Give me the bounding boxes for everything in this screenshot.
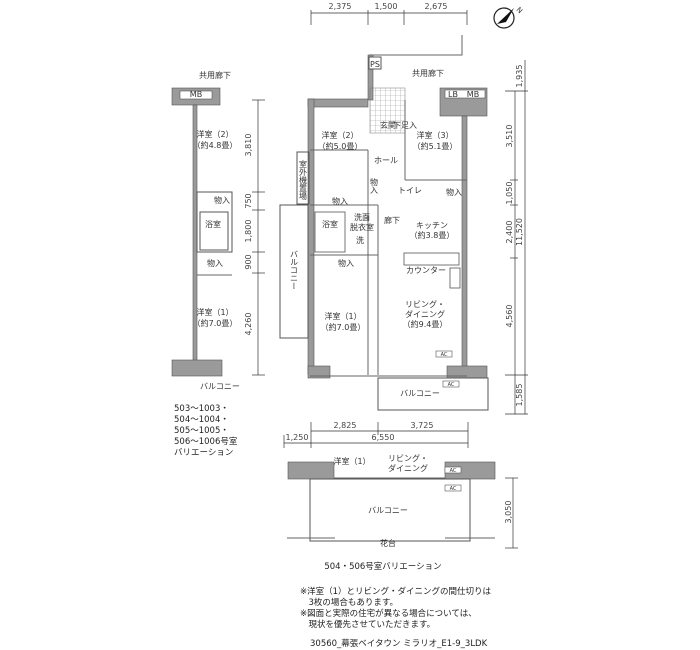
bottom-variation-plan <box>287 461 518 549</box>
kitchen-label: キッチン <box>416 221 448 230</box>
note-line: 現状を優先させていただきます。 <box>300 619 435 630</box>
room2-size: （約4.8畳） <box>193 140 238 150</box>
dining-label: ダイニング <box>405 309 445 319</box>
dim-label: 900 <box>244 254 253 269</box>
shoe-storage-label: 下足入 <box>393 121 417 130</box>
hallway-label: 廊下 <box>384 215 400 225</box>
living-label: リビング・ <box>405 299 445 309</box>
room2-label: 洋室（2） <box>321 130 358 140</box>
washroom-label: 洗面 <box>354 212 370 222</box>
top-dimension-line: 2,375 1,500 2,675 <box>310 2 468 25</box>
side-balcony-label: バルコニー <box>290 250 299 290</box>
toilet-label: トイレ <box>398 186 422 195</box>
room1-size: （約7.0畳） <box>193 318 238 328</box>
room2-label: 洋室（2） <box>196 129 233 139</box>
balcony-label: バルコニー <box>200 382 240 391</box>
dim-label: 750 <box>244 193 253 208</box>
room1-label: 洋室（1） <box>196 307 233 317</box>
note-line: ※洋室（1）とリビング・ダイニングの間仕切りは <box>300 586 492 597</box>
storage-label: 物入 <box>207 258 223 268</box>
dining-label: ダイニング <box>388 463 428 473</box>
room1-label: 洋室（1） <box>324 311 361 321</box>
dressing-room-label: 脱衣室 <box>350 222 374 232</box>
footer-caption: 30560_幕張ベイタウン ミラリオ_E1-9_3LDK <box>310 638 488 649</box>
storage-label: 物入 <box>214 195 230 205</box>
north-compass-icon: N <box>493 6 524 29</box>
dim-label: 3,725 <box>411 421 434 430</box>
note-line: 3枚の場合もあります。 <box>300 597 398 608</box>
ac-label: AC <box>448 382 455 388</box>
caption-line: 506〜1006号室 <box>174 436 238 447</box>
caption-line: 503〜1003・ <box>174 404 229 414</box>
dim-label: 3,510 <box>505 125 514 148</box>
dim-label: 6,550 <box>372 433 395 442</box>
main-plan <box>279 35 489 411</box>
balcony-label: バルコニー <box>368 506 408 515</box>
mb-label: MB <box>467 90 479 99</box>
washer-label: 洗 <box>356 235 364 245</box>
right-dimension-line <box>505 60 528 415</box>
left-variation-plan <box>171 87 265 377</box>
hall-label: ホール <box>374 156 398 165</box>
outdoor-unit-label: 室外機置場 <box>299 159 308 201</box>
counter-label: カウンター <box>406 266 446 275</box>
storage-label: 物入 <box>332 196 348 206</box>
caption-line: 505〜1005・ <box>174 426 229 436</box>
common-corridor-label: 共用廊下 <box>199 70 231 80</box>
ac-label: AC <box>450 468 457 474</box>
living-size: （約9.4畳） <box>403 319 448 329</box>
kitchen-size: （約3.8畳） <box>410 230 455 240</box>
dim-label: 2,375 <box>329 2 352 11</box>
total-dim-label: 11,520 <box>515 218 524 246</box>
entrance-label: 玄関 <box>380 120 396 130</box>
storage-label: 物入 <box>446 187 462 197</box>
ac-label: AC <box>441 352 448 358</box>
room2-size: （約5.0畳） <box>318 141 363 151</box>
dim-label: 1,585 <box>515 384 524 407</box>
mb-label: MB <box>190 90 202 99</box>
room1-size: （約7.0畳） <box>321 322 366 332</box>
room3-label: 洋室（3） <box>416 130 453 140</box>
left-variation-caption: 503〜1003・ 504〜1004・ 505〜1005・ 506〜1006号室… <box>174 404 238 458</box>
svg-text:N: N <box>515 6 524 15</box>
bottom-variation-caption: 504・506号室バリエーション <box>324 561 441 572</box>
dim-label: 2,400 <box>505 221 514 244</box>
dim-label: 1,935 <box>515 65 524 88</box>
caption-line: 504〜1004・ <box>174 415 229 425</box>
room3-size: （約5.1畳） <box>413 141 458 151</box>
dim-label: 2,825 <box>334 421 357 430</box>
ps-label: PS <box>370 60 380 69</box>
ac-label: AC <box>450 486 457 492</box>
balcony-label: バルコニー <box>400 389 440 398</box>
planter-label: 花台 <box>380 538 396 548</box>
dim-label: 1,800 <box>244 220 253 243</box>
note-line: ※図面と実際の住宅が異なる場合については、 <box>300 608 477 619</box>
living-label: リビング・ <box>388 453 428 463</box>
dim-label: 4,560 <box>505 305 514 328</box>
lb-label: LB <box>448 90 458 99</box>
storage-label: 物入 <box>370 177 379 194</box>
dim-label: 1,050 <box>505 182 514 205</box>
bath-label: 浴室 <box>322 219 338 229</box>
common-corridor-label: 共用廊下 <box>412 68 444 78</box>
dim-label: 3,050 <box>504 501 513 524</box>
bath-label: 浴室 <box>205 219 221 229</box>
bottom-dimension-line <box>283 422 469 448</box>
dim-label: 1,500 <box>375 2 398 11</box>
storage-label: 物入 <box>338 258 354 268</box>
dim-label: 1,250 <box>286 433 309 442</box>
caption-line: バリエーション <box>174 448 233 458</box>
dim-label: 2,675 <box>425 2 448 11</box>
dim-label: 4,260 <box>244 313 253 336</box>
room1-label: 洋室（1） <box>333 456 370 466</box>
dim-label: 3,810 <box>244 134 253 157</box>
